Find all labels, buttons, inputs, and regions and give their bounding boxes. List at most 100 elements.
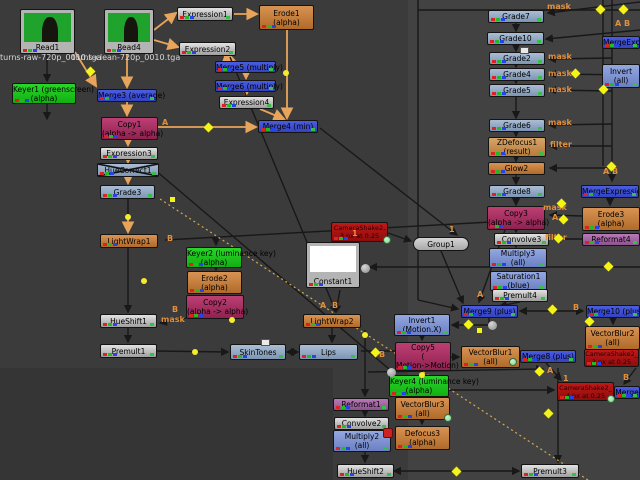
node-vectorblur3[interactable]: VectorBlur3(all)	[395, 397, 450, 420]
channel-chip-r	[107, 49, 111, 52]
node-huecorrect1[interactable]: HueCorrect1	[97, 163, 159, 177]
node-label: Grade8	[503, 187, 531, 196]
node-grade8[interactable]: Grade8	[489, 185, 545, 198]
node-flag-tab	[260, 339, 270, 346]
node-zdefocus1[interactable]: ZDefocus1(result)	[488, 137, 546, 157]
node-merge4[interactable]: Merge4 (min)	[258, 120, 318, 133]
node-camerashake2b[interactable]: CameraShake2_3 px at 0.25	[584, 349, 639, 367]
node-vectorblur2[interactable]: VectorBlur2(all)	[585, 326, 640, 350]
node-grade5[interactable]: Grade5	[489, 84, 545, 97]
node-grade6[interactable]: Grade6	[489, 119, 545, 132]
node-reformat1[interactable]: Reformat1	[333, 398, 389, 411]
node-hueshift2[interactable]: HueShift2	[337, 464, 394, 478]
node-convolve3[interactable]: Convolve3	[494, 233, 549, 246]
channel-chip-r	[262, 25, 266, 28]
node-keyer2[interactable]: Keyer2 (luminance key)(alpha)	[186, 247, 276, 268]
node-merge-cut[interactable]: Merge	[614, 386, 640, 399]
channel-chip-b	[408, 415, 412, 418]
node-expression1[interactable]: Expression1	[177, 7, 233, 21]
node-merge10[interactable]: Merge10 (plus)	[586, 305, 640, 318]
node-convolve2[interactable]: Convolve2	[334, 417, 389, 430]
node-erode1[interactable]: Erode1(alpha)	[259, 5, 314, 30]
channel-chip-b	[192, 51, 196, 54]
node-mergeexpression1[interactable]: MergeExpression	[581, 185, 639, 198]
node-invert2[interactable]: Invert(all)	[602, 64, 640, 88]
cached-indicator	[279, 355, 283, 358]
cached-indicator	[537, 18, 541, 21]
node-label: (Motion.X)	[402, 325, 442, 334]
channel-chip-b	[228, 87, 232, 90]
node-merge8[interactable]: Merge8 (plus)	[520, 350, 576, 363]
node-constant1[interactable]: Constant1	[306, 242, 360, 288]
channel-chip-g	[497, 76, 501, 79]
channel-chip-b	[113, 243, 117, 246]
channel-chips	[309, 283, 323, 286]
node-expression3[interactable]: Expression3	[100, 147, 158, 160]
node-lips[interactable]: Lips	[299, 344, 358, 360]
node-label: CameraShake2_	[559, 383, 612, 392]
node-group1[interactable]: Group1	[413, 237, 469, 251]
node-multiply2[interactable]: Multiply2(all)	[333, 428, 393, 452]
node-copy1[interactable]: Copy1(alpha -> alpha)	[101, 117, 163, 140]
wire-input-label: B	[167, 234, 174, 243]
node-premult1[interactable]: Premult1	[100, 344, 157, 358]
node-multiply3[interactable]: Multiply3(all)	[489, 248, 547, 268]
node-defocus3[interactable]: Defocus3(alpha)	[395, 426, 450, 450]
node-copy2[interactable]: Copy2(alpha -> alpha)	[186, 295, 248, 319]
wire	[547, 120, 613, 130]
node-merge3[interactable]: Merge3 (average)	[97, 89, 165, 102]
cached-indicator	[538, 76, 542, 79]
node-grade2[interactable]: Grade2	[489, 47, 545, 65]
node-read4[interactable]: Read4	[104, 9, 154, 54]
channel-chips	[587, 362, 601, 365]
node-merge5[interactable]: Merge5 (multiply)	[215, 61, 283, 73]
channel-chip-b	[502, 193, 506, 196]
node-camerashake2a[interactable]: CameraShake2,3 px at 0.25	[331, 222, 388, 242]
node-premult3[interactable]: Premult3	[521, 464, 579, 478]
channel-chip-b	[113, 323, 117, 326]
node-grade4[interactable]: Grade4	[489, 68, 545, 81]
node-copy5[interactable]: Copy5(Motion->Motion)	[395, 342, 459, 371]
channel-chip-g	[223, 68, 227, 71]
cached-indicator	[150, 97, 154, 100]
node-grade3[interactable]: Grade3	[100, 185, 155, 199]
node-read1[interactable]: Read1	[20, 9, 75, 54]
channel-chip-r	[589, 313, 593, 316]
channel-chip-g	[108, 323, 112, 326]
node-copy3[interactable]: Copy3(alpha -> alpha)	[487, 206, 549, 230]
node-grade10[interactable]: Grade10	[487, 32, 544, 45]
node-erode2[interactable]: Erode2(alpha)	[187, 271, 242, 294]
node-invert1[interactable]: Invert1(Motion.X)	[394, 314, 450, 336]
node-vectorblur1[interactable]: VectorBlur1(all)	[461, 346, 520, 368]
node-saturation1[interactable]: Saturation1(blue)	[490, 271, 547, 291]
node-expression4[interactable]: Expression4	[219, 96, 274, 109]
node-keyer1[interactable]: Keyer1 (greenscreen)(alpha)	[12, 83, 94, 104]
node-mergeexpression2[interactable]: MergeExpre	[602, 36, 640, 49]
node-label: Keyer1 (greenscreen)	[13, 84, 94, 94]
node-glow2[interactable]: Glow2	[488, 162, 545, 175]
node-reformat4[interactable]: Reformat4	[582, 233, 640, 246]
disconnected-ball-marker	[487, 320, 497, 330]
node-premult4[interactable]: Premult4	[492, 289, 548, 302]
node-merge9[interactable]: Merge9 (plus)	[461, 305, 518, 318]
node-lightwrap1[interactable]: LightWrap1	[100, 234, 158, 248]
wire-input-label: B	[332, 301, 339, 310]
channel-chip-b	[408, 366, 412, 369]
channel-chip-g	[109, 135, 113, 138]
wire-input-label: filter	[550, 140, 572, 149]
node-keyer4[interactable]: Keyer4 (luminance key)(alpha)	[389, 375, 479, 397]
node-label: LightWrap1	[107, 236, 151, 246]
channel-chip-g	[341, 406, 345, 409]
node-label: 4 px at 0.25	[565, 391, 606, 400]
node-label: Reformat1	[341, 400, 381, 409]
node-hueshift1[interactable]: HueShift1	[100, 314, 157, 328]
node-expression2[interactable]: Expression2	[179, 42, 236, 56]
wire-dot-marker	[141, 278, 147, 284]
node-grade7[interactable]: Grade7	[488, 10, 544, 23]
node-skintones[interactable]: SkinTones	[230, 339, 286, 360]
node-erode3[interactable]: Erode3(alpha)	[582, 207, 640, 231]
node-merge6[interactable]: Merge6 (multiply)	[215, 80, 283, 92]
node-camerashake2c[interactable]: CameraShake2_4 px at 0.25	[557, 382, 614, 401]
node-lightwrap2[interactable]: LightWrap2	[303, 314, 361, 328]
